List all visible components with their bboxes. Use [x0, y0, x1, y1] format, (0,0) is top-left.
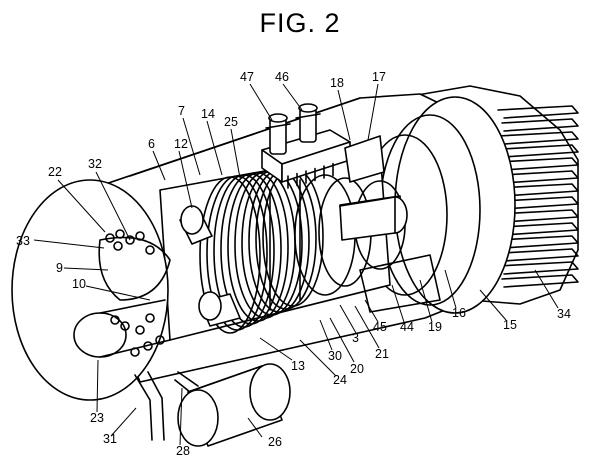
label-47: 47 — [240, 70, 254, 84]
label-7: 7 — [178, 104, 185, 118]
label-12: 12 — [174, 137, 188, 151]
label-25: 25 — [224, 115, 238, 129]
pipe-28 — [174, 371, 199, 393]
label-24: 24 — [333, 373, 347, 387]
label-10: 10 — [72, 277, 86, 291]
label-19: 19 — [428, 320, 442, 334]
connector-47 — [265, 113, 291, 155]
connector-46 — [295, 103, 321, 143]
label-23: 23 — [90, 411, 104, 425]
label-17: 17 — [372, 70, 386, 84]
label-28: 28 — [176, 444, 190, 458]
label-18: 18 — [330, 76, 344, 90]
label-15: 15 — [503, 318, 517, 332]
leader-lines — [33, 83, 559, 446]
label-26: 26 — [268, 435, 282, 449]
label-44: 44 — [400, 320, 414, 334]
terminal-block — [261, 129, 385, 189]
label-30: 30 — [328, 349, 342, 363]
cylinder-26 — [177, 363, 291, 447]
label-33: 33 — [16, 234, 30, 248]
label-34: 34 — [557, 307, 571, 321]
label-9: 9 — [56, 261, 63, 275]
label-14: 14 — [201, 107, 215, 121]
label-32: 32 — [88, 157, 102, 171]
label-20: 20 — [350, 362, 364, 376]
label-3: 3 — [352, 331, 359, 345]
label-16: 16 — [452, 306, 466, 320]
reference-numerals: 47 46 18 17 7 14 25 6 12 22 32 33 9 10 2… — [16, 70, 571, 458]
label-22: 22 — [48, 165, 62, 179]
figure-title: FIG. 2 — [259, 8, 340, 38]
label-21: 21 — [375, 347, 389, 361]
pipe-31 — [134, 371, 165, 441]
front-end-face — [11, 179, 171, 401]
shaft-hub — [339, 196, 408, 241]
cylinder-12 — [179, 205, 213, 245]
label-46: 46 — [275, 70, 289, 84]
label-45: 45 — [373, 320, 387, 334]
label-13: 13 — [291, 359, 305, 373]
cylinder-13 — [198, 291, 241, 327]
label-6: 6 — [148, 137, 155, 151]
label-31: 31 — [103, 432, 117, 446]
